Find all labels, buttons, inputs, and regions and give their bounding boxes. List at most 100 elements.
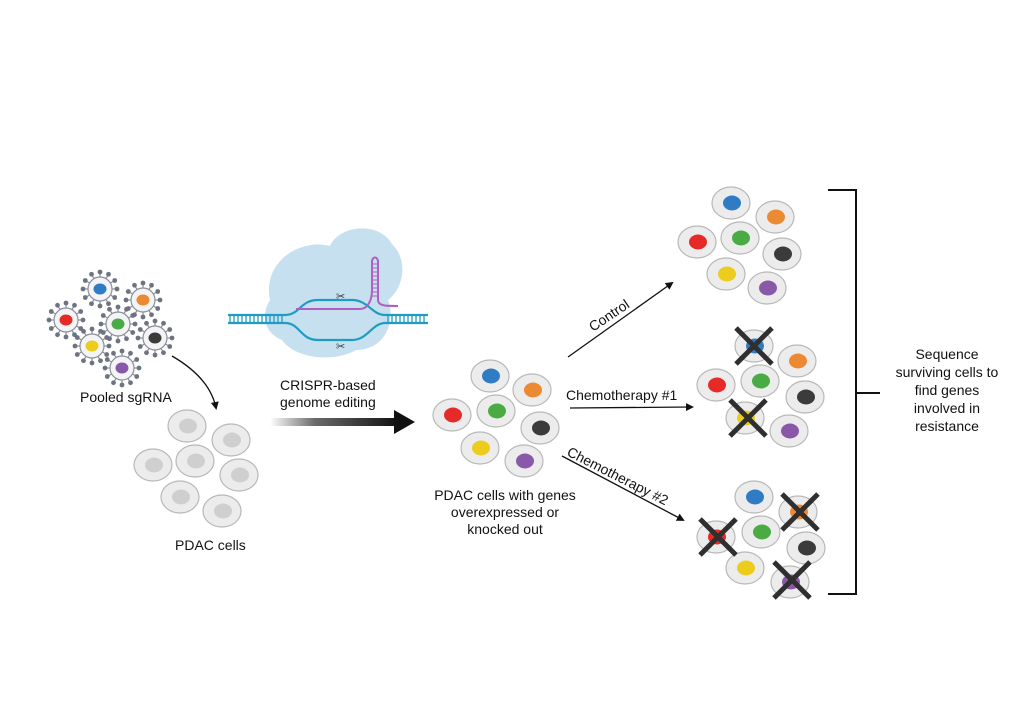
virus-spike-tip: [152, 352, 158, 358]
edited-cell-red: [432, 398, 472, 432]
pdac-cells-group: [133, 409, 259, 528]
edited-cells-label-line3: knocked out: [467, 521, 543, 537]
chemo2-cells-group: [696, 480, 826, 600]
editing-arrow: [270, 410, 415, 434]
cell-nucleus: [789, 353, 807, 369]
cross-stroke: [780, 492, 820, 532]
pdac-cells-label: PDAC cells: [175, 537, 246, 553]
control-cell-orange: [755, 200, 795, 234]
edited-cells-group: [432, 359, 560, 478]
virus-spike-tip: [149, 282, 154, 288]
virus-spike-tip: [111, 350, 116, 356]
virus-spike-tip: [132, 321, 138, 327]
virus-spike-tip: [115, 338, 121, 344]
virus-spike-tip: [63, 334, 69, 340]
cell-nucleus: [718, 266, 736, 282]
virus-spike-tip: [82, 295, 88, 300]
chemo1-cell-black: [785, 380, 825, 414]
virus-spike-tip: [97, 303, 103, 309]
cell-nucleus: [781, 423, 799, 439]
virus-spike-tip: [124, 336, 129, 342]
virus-spike-tip: [106, 343, 112, 349]
virus-core: [59, 314, 73, 326]
virus-spike-tip: [55, 302, 60, 308]
chemo2-cell-blue: [734, 480, 774, 514]
pdac-cell: [219, 458, 259, 492]
chemo1-label: Chemotherapy #1: [566, 387, 678, 403]
crispr-label-line1: CRISPR-based: [280, 377, 376, 393]
virus-spike-tip: [161, 320, 166, 326]
virus-spike-tip: [155, 289, 161, 294]
virus-spike-tip: [80, 317, 86, 323]
virus-spike-tip: [124, 306, 129, 312]
edited-cells-label-line1: PDAC cells with genes: [434, 487, 576, 503]
pdac-cell: [167, 409, 207, 443]
cell-nucleus: [172, 489, 190, 505]
virus-spike-tip: [81, 328, 86, 334]
result-label-line2: surviving cells to: [896, 364, 999, 380]
virus-spike-tip: [161, 350, 166, 356]
virus-spike-tip: [100, 313, 106, 318]
cell-nucleus: [179, 418, 197, 434]
virus-spike-tip: [106, 271, 111, 277]
virus-core: [93, 283, 107, 295]
cell-nucleus: [746, 489, 764, 505]
edited-cell-black: [520, 411, 560, 445]
virus-spike-tip: [48, 326, 54, 331]
transduction-arrow: [171, 355, 219, 410]
virus-spike-tip: [167, 344, 173, 349]
virus-spike-tip: [48, 309, 54, 314]
virus-spike-tip: [152, 318, 158, 324]
virus-spike-tip: [72, 343, 78, 349]
virus-spike-tip: [155, 306, 161, 311]
control-cell-purple: [747, 271, 787, 305]
virus-spike-tip: [144, 320, 149, 326]
virus-spike-tip: [81, 358, 86, 364]
control-cell-blue: [711, 186, 751, 220]
scissors-icon: ✂: [336, 291, 345, 303]
virus-spike-tip: [98, 328, 103, 334]
cell-nucleus: [737, 560, 755, 576]
cross-stroke: [772, 560, 812, 600]
virus-spike-tip: [98, 321, 104, 327]
virus-spike-tip: [55, 332, 60, 338]
virus-core: [85, 340, 99, 352]
virus-spike-tip: [107, 306, 112, 312]
virus-spike-tip: [137, 327, 143, 332]
pdac-cell: [133, 448, 173, 482]
cell-nucleus: [516, 453, 534, 469]
chemo1-cell-orange: [777, 344, 817, 378]
chemo1-cell-purple: [769, 414, 809, 448]
virus-spike-tip: [128, 350, 133, 356]
pdac-cell: [211, 423, 251, 457]
control-arrow: [567, 281, 674, 358]
cell-nucleus: [488, 403, 506, 419]
virus-spike-tip: [123, 297, 129, 303]
virus-spike-tip: [104, 374, 110, 379]
virus-spike-tip: [97, 269, 103, 275]
virus-spike-tip: [74, 335, 80, 340]
virus-spike-tip: [140, 314, 146, 320]
virus-particle-orange: [123, 280, 163, 320]
cross-stroke: [698, 517, 738, 557]
result-label-line3: find genes: [915, 382, 980, 398]
chemo1-cell-red: [696, 368, 736, 402]
virus-particle-yellow: [72, 326, 112, 366]
sgrna-pool: [46, 269, 175, 388]
virus-spike-tip: [46, 317, 52, 323]
virus-spike-tip: [89, 301, 94, 307]
cell-nucleus: [759, 280, 777, 296]
virus-spike-tip: [119, 348, 125, 354]
control-cell-red: [677, 225, 717, 259]
virus-spike-tip: [112, 278, 118, 283]
control-cells-group: [677, 186, 802, 305]
cell-death-cross: [698, 517, 738, 557]
virus-spike-tip: [119, 382, 125, 388]
virus-spike-tip: [89, 326, 95, 332]
virus-spike-tip: [130, 330, 136, 335]
cas9-complex-illustration: ✂ ✂: [228, 228, 428, 358]
virus-spike-tip: [78, 309, 84, 314]
cross-stroke: [728, 398, 768, 438]
cell-nucleus: [444, 407, 462, 423]
virus-spike-tip: [125, 289, 131, 294]
